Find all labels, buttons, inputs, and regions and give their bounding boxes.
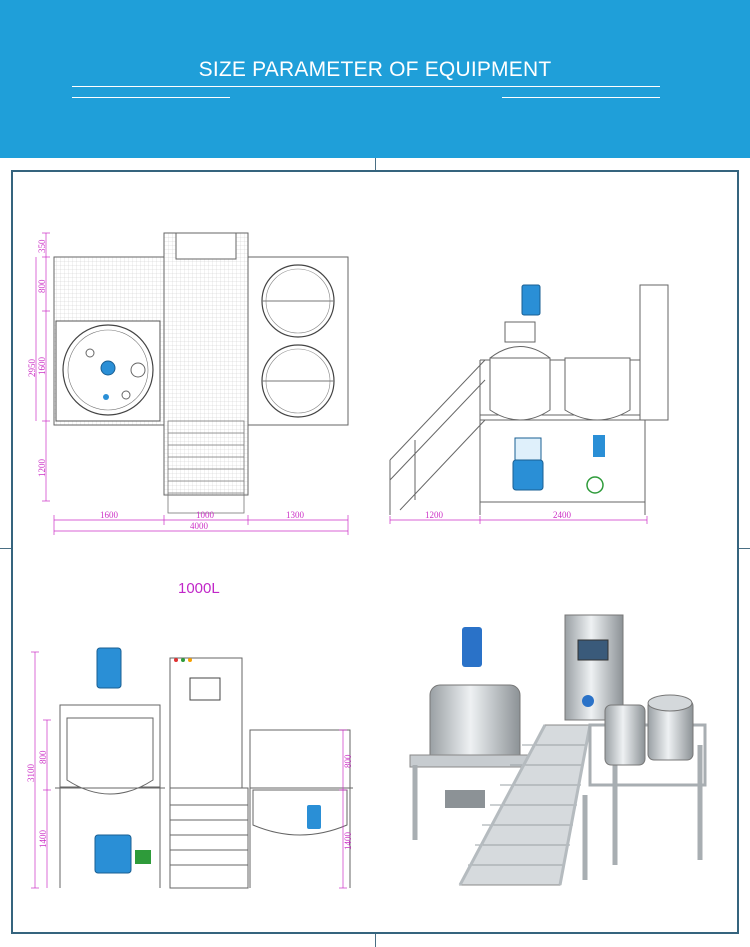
dim-800-left: 800 (38, 750, 48, 764)
top-motor-icon (100, 360, 116, 376)
side-bottom-motor-icon (512, 459, 544, 491)
dim-1300-h: 1300 (286, 510, 305, 520)
top-view-drawing: 350 800 1600 2950 1200 1600 1000 1300 40… (27, 232, 349, 535)
cabinet-screen-icon (189, 677, 221, 701)
title-underline-right (502, 86, 660, 87)
render-screen-icon (577, 639, 609, 661)
divider-tick-bottom (375, 934, 376, 947)
side-top-motor-icon (521, 284, 541, 316)
side-pump-icon (586, 476, 604, 494)
dim-3100: 3100 (26, 764, 36, 783)
dim-1400-left: 1400 (38, 830, 48, 849)
render-logo-icon (582, 695, 594, 707)
front-right-motor-icon (307, 805, 321, 829)
dim-350: 350 (37, 239, 47, 253)
render-top-motor-icon (462, 627, 482, 667)
capacity-label: 1000L (178, 580, 220, 597)
divider-tick-left (0, 548, 11, 549)
divider-tick-right (739, 548, 750, 549)
dim-1000-h: 1000 (196, 510, 215, 520)
dim-2950: 2950 (27, 359, 37, 378)
dim-2400-side: 2400 (553, 510, 572, 520)
divider-tick-top (375, 158, 376, 170)
front-view-drawing: 3100 800 1400 800 1400 (26, 647, 353, 889)
title-underline-right-2 (502, 97, 660, 98)
dim-1600-h: 1600 (100, 510, 119, 520)
side-view-drawing: 1200 2400 (389, 284, 669, 524)
header-banner: SIZE PARAMETER OF EQUIPMENT (0, 0, 750, 158)
dim-1200: 1200 (37, 459, 47, 478)
page-title: SIZE PARAMETER OF EQUIPMENT (198, 58, 552, 81)
front-bottom-motor-icon (94, 834, 132, 874)
dim-800: 800 (37, 279, 47, 293)
dim-4000-h: 4000 (190, 521, 209, 531)
dim-1600: 1600 (37, 357, 47, 376)
side-small-motor-icon (593, 435, 605, 457)
dim-1200-side: 1200 (425, 510, 444, 520)
title-underline-left (72, 86, 230, 87)
equipment-render (409, 614, 707, 886)
dim-1400-right: 1400 (343, 832, 353, 851)
front-top-motor-icon (96, 647, 122, 689)
title-underline-center (228, 86, 504, 87)
dim-800-right: 800 (343, 754, 353, 768)
title-underline-left-2 (72, 97, 230, 98)
